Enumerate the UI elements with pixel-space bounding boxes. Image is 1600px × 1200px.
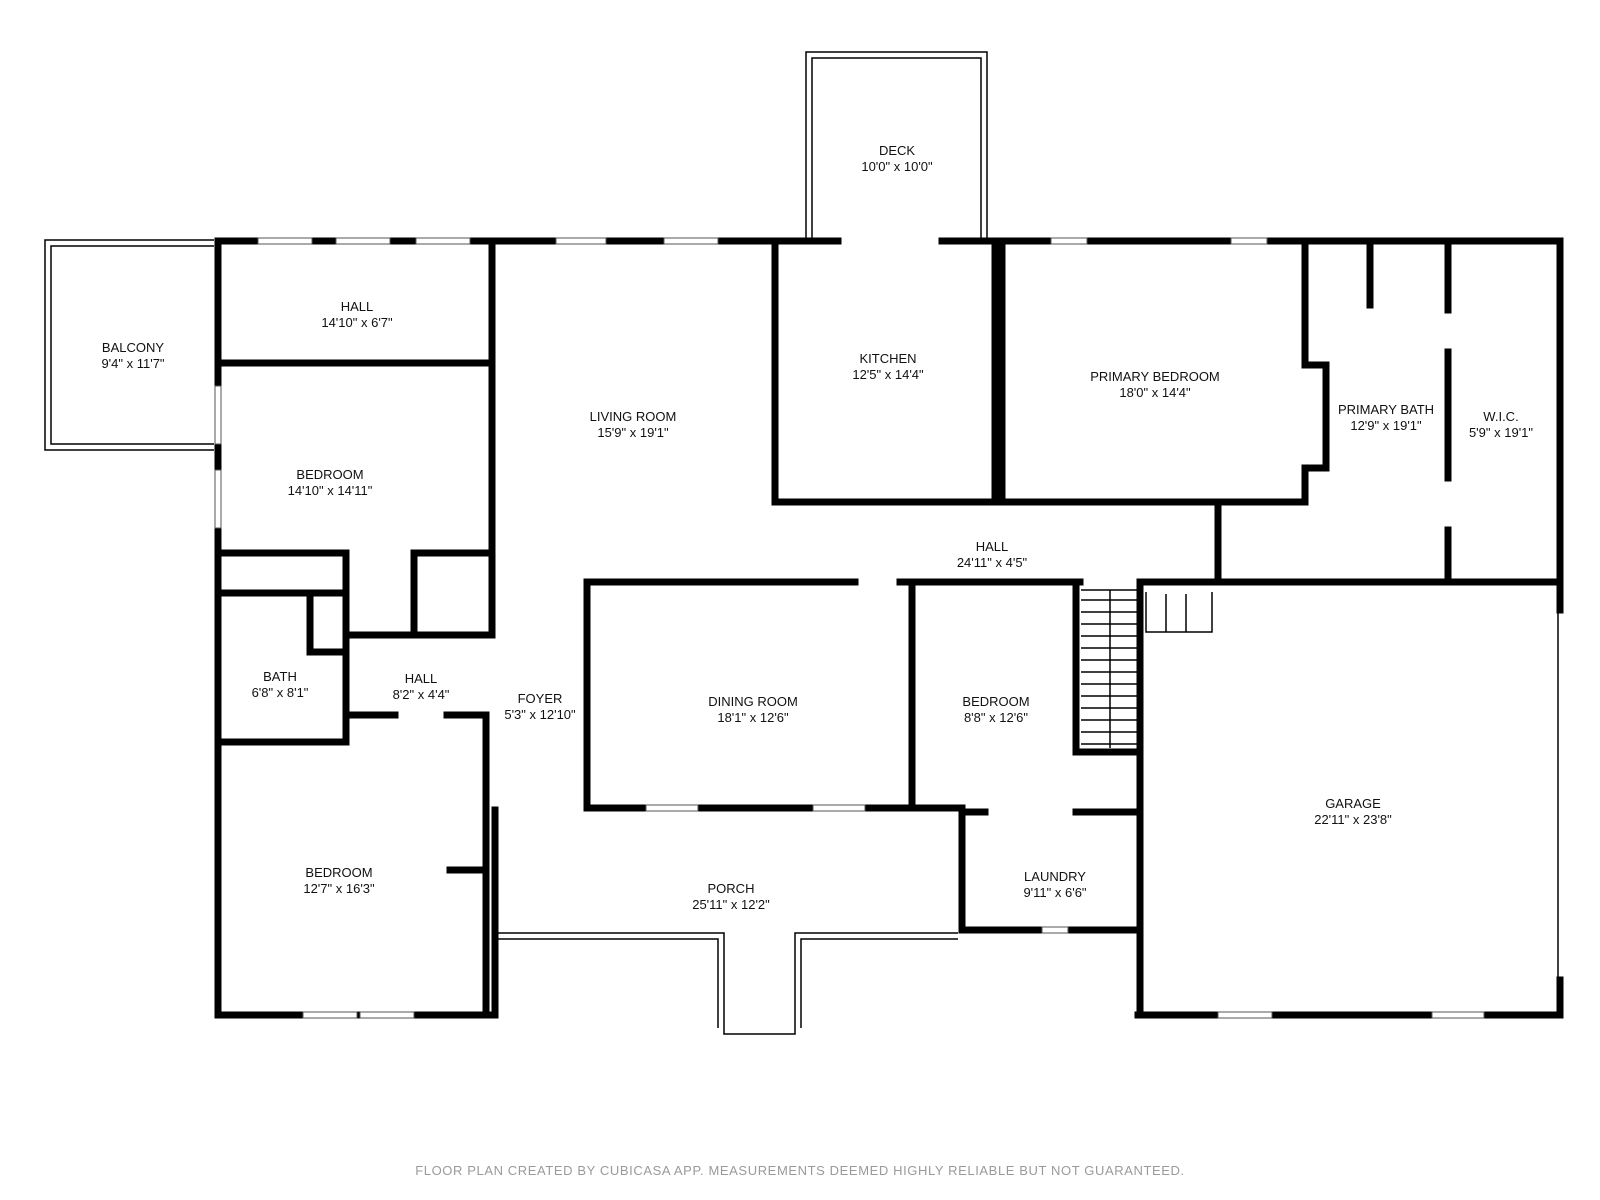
room-name-hall-main: HALL [976, 539, 1009, 554]
room-name-porch: PORCH [708, 881, 755, 896]
floor-plan-disclaimer: FLOOR PLAN CREATED BY CUBICASA APP. MEAS… [415, 1163, 1185, 1178]
room-dims-bedroom-1: 14'10" x 14'11" [288, 483, 373, 498]
room-name-bedroom-2: BEDROOM [962, 694, 1029, 709]
room-name-hall-top: HALL [341, 299, 374, 314]
room-labels: DECK 10'0" x 10'0" BALCONY 9'4" x 11'7" … [101, 143, 1533, 912]
room-dims-bath: 6'8" x 8'1" [252, 685, 309, 700]
room-dims-wic: 5'9" x 19'1" [1469, 425, 1533, 440]
room-name-deck: DECK [879, 143, 915, 158]
room-dims-primary-bedroom: 18'0" x 14'4" [1119, 385, 1191, 400]
room-dims-hall-main: 24'11" x 4'5" [957, 555, 1028, 570]
room-name-hall-small: HALL [405, 671, 438, 686]
room-name-primary-bedroom: PRIMARY BEDROOM [1090, 369, 1220, 384]
room-dims-deck: 10'0" x 10'0" [861, 159, 933, 174]
room-dims-balcony: 9'4" x 11'7" [101, 356, 164, 371]
room-dims-bedroom-3: 12'7" x 16'3" [303, 881, 375, 896]
room-name-wic: W.I.C. [1483, 409, 1518, 424]
room-name-balcony: BALCONY [102, 340, 164, 355]
room-dims-dining-room: 18'1" x 12'6" [717, 710, 789, 725]
room-name-foyer: FOYER [518, 691, 563, 706]
room-name-bedroom-1: BEDROOM [296, 467, 363, 482]
room-dims-porch: 25'11" x 12'2" [692, 897, 770, 912]
room-dims-foyer: 5'3" x 12'10" [504, 707, 576, 722]
room-name-bath: BATH [263, 669, 297, 684]
staircase [1081, 589, 1213, 748]
room-name-living-room: LIVING ROOM [590, 409, 677, 424]
room-dims-kitchen: 12'5" x 14'4" [852, 367, 924, 382]
room-name-garage: GARAGE [1325, 796, 1381, 811]
room-name-laundry: LAUNDRY [1024, 869, 1086, 884]
room-name-bedroom-3: BEDROOM [305, 865, 372, 880]
room-dims-laundry: 9'11" x 6'6" [1023, 885, 1086, 900]
outdoor-outlines [44, 51, 1559, 1035]
room-name-dining-room: DINING ROOM [708, 694, 798, 709]
room-dims-living-room: 15'9" x 19'1" [597, 425, 669, 440]
room-name-kitchen: KITCHEN [859, 351, 916, 366]
room-dims-bedroom-2: 8'8" x 12'6" [964, 710, 1028, 725]
room-dims-hall-small: 8'2" x 4'4" [393, 687, 450, 702]
room-dims-hall-top: 14'10" x 6'7" [321, 315, 393, 330]
windows [214, 237, 1485, 1019]
room-name-primary-bath: PRIMARY BATH [1338, 402, 1434, 417]
room-dims-primary-bath: 12'9" x 19'1" [1350, 418, 1422, 433]
room-dims-garage: 22'11" x 23'8" [1314, 812, 1392, 827]
